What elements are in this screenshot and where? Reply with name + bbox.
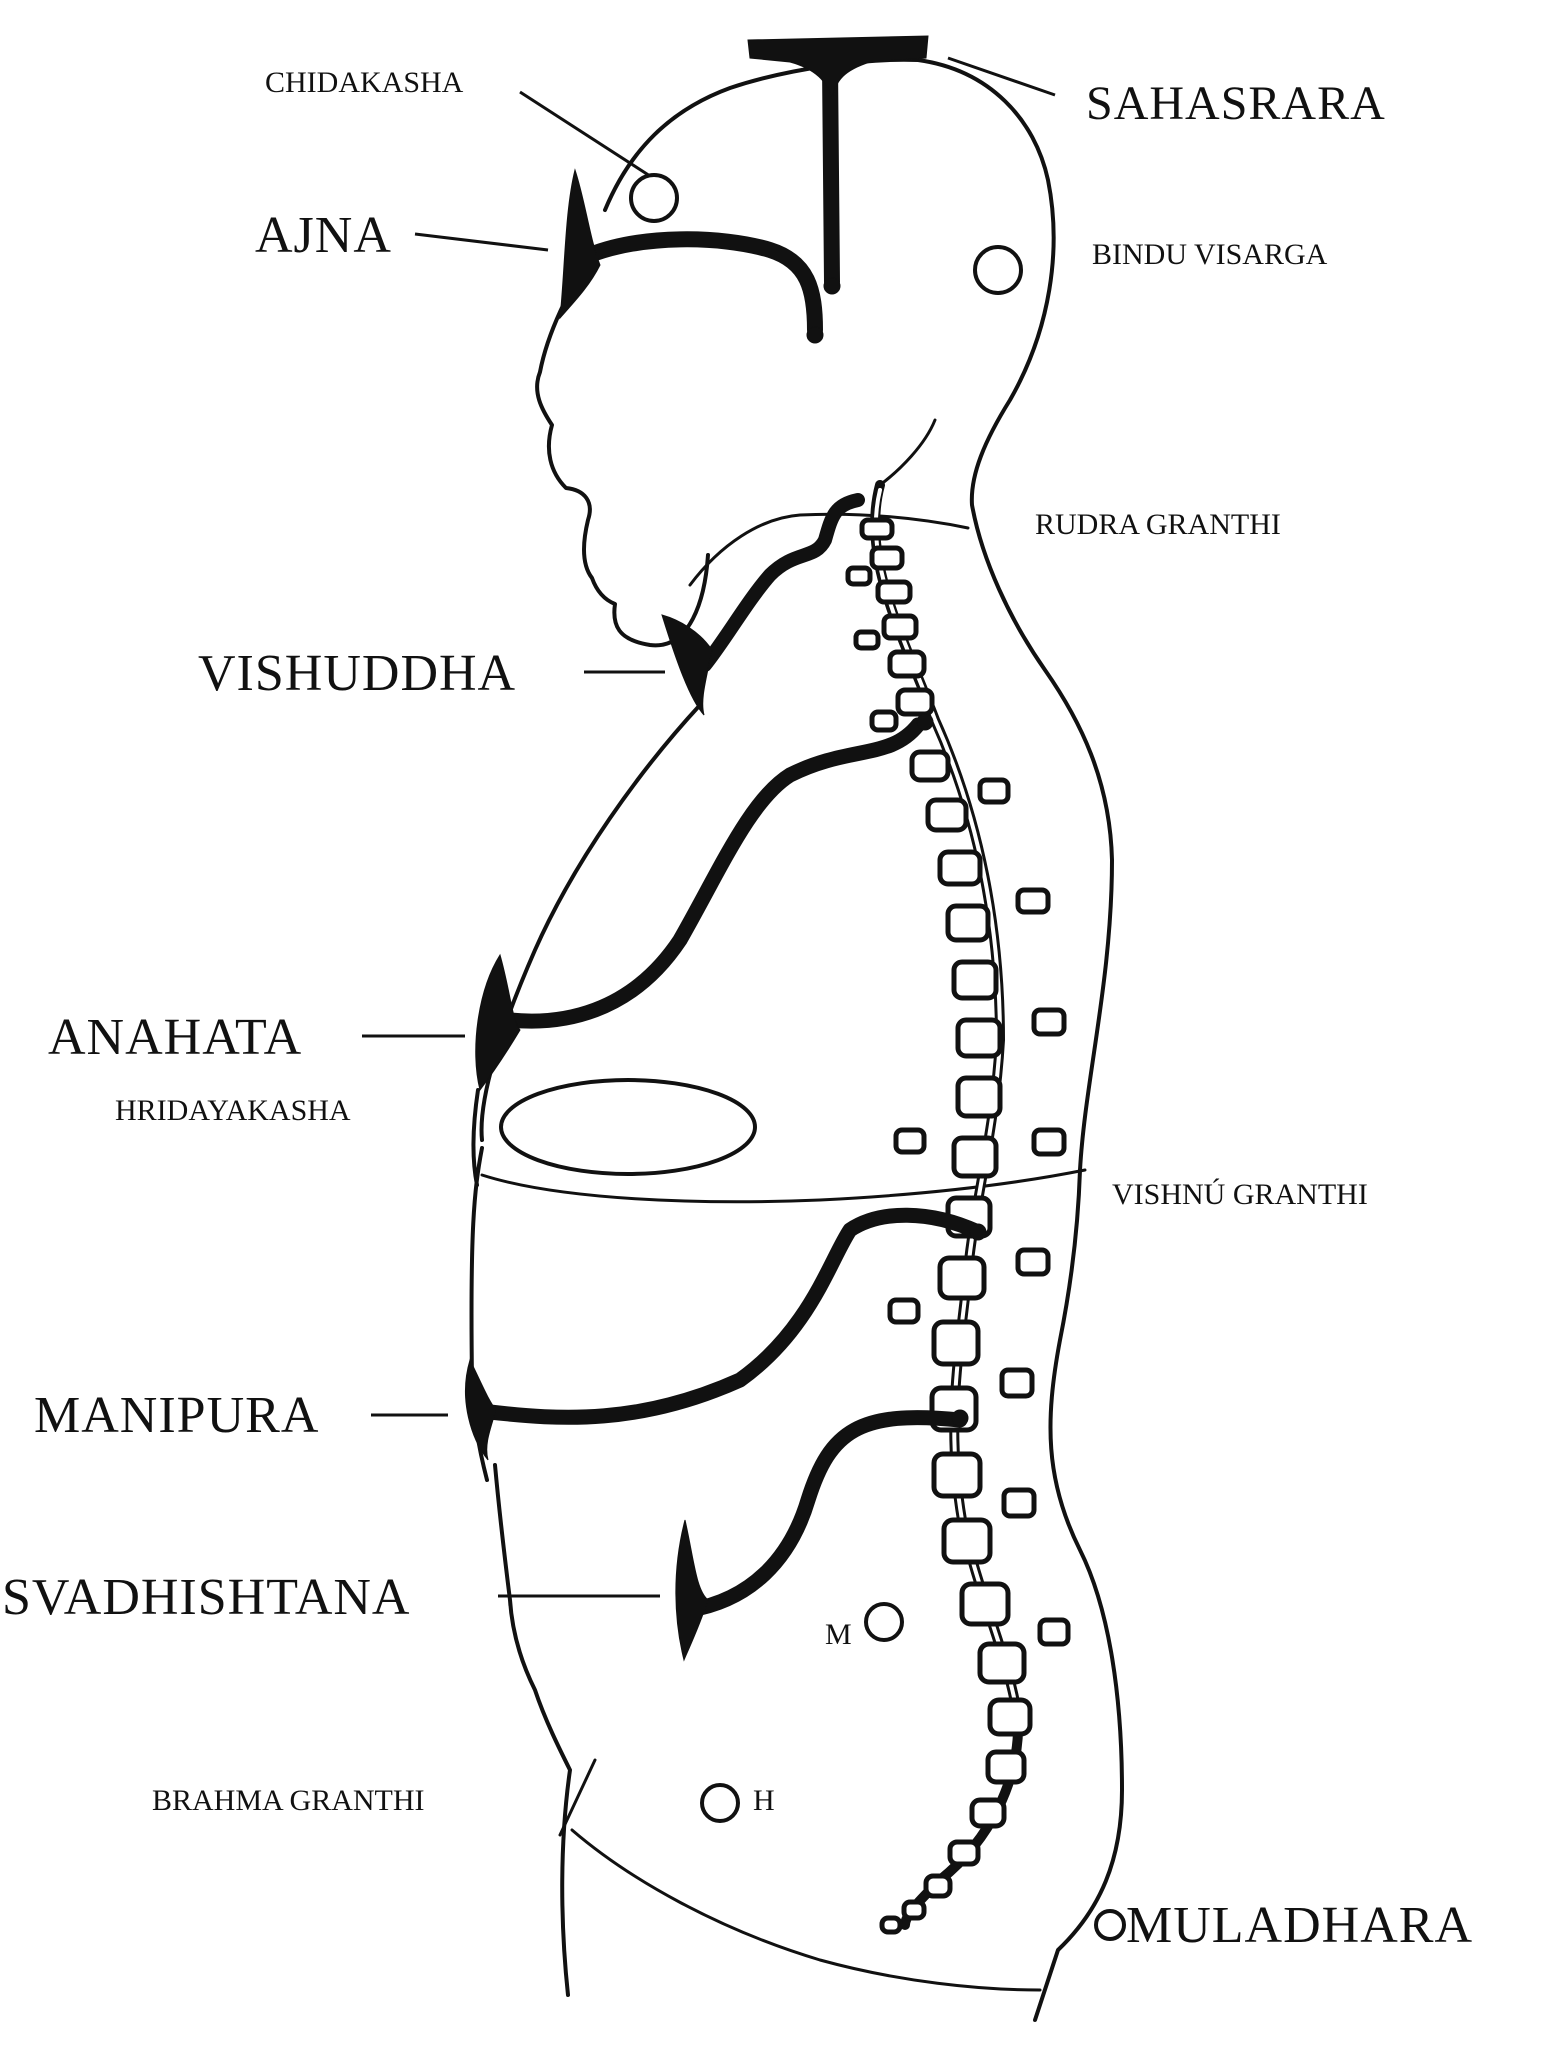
label-muladhara: MULADHARA [1126,1897,1473,1954]
sahasrara-plate [747,35,929,101]
leader-lines [362,56,1056,1598]
anahata-channel [502,717,926,1029]
chakra-shapes [464,35,987,1662]
h-point [700,1783,740,1823]
vishuddha-plate [661,614,713,716]
label-vishuddha: VISHUDDHA [198,645,517,702]
muladhara-point [1094,1909,1126,1941]
body-outline [535,57,1124,2022]
label-svadhishtana: SVADHISHTANA [2,1569,411,1626]
vishuddha-channel [698,493,865,672]
svadhishtana-plate [675,1519,709,1662]
label-hridayakasha: HRIDAYAKASHA [115,1094,351,1127]
label-sahasrara: SAHASRARA [1086,77,1386,130]
label-bindu-visarga: BINDU VISARGA [1092,238,1328,271]
svadhishtana-channel [682,1410,968,1618]
label-vishnu-granthi: VISHNÚ GRANTHI [1112,1178,1368,1211]
hip-band [570,1828,1042,1992]
label-rudra-granthi: RUDRA GRANTHI [1035,508,1281,541]
vertebra-knobs [845,565,1071,1647]
m-point [864,1602,904,1642]
bindu-visarga-point [973,245,1023,295]
manipura-channel [482,1207,986,1425]
chidakasha-point [629,173,679,223]
label-m: M [825,1618,852,1651]
hridayakasha-space [499,1078,757,1176]
manipura-plate [464,1358,497,1461]
ajna-channel [582,231,823,338]
neck-band [688,512,970,587]
anahata-plate [475,953,521,1092]
brainstem-line [878,418,937,487]
sahasrara-stem [822,57,840,290]
label-manipura: MANIPURA [34,1387,320,1444]
label-anahata: ANAHATA [48,1009,303,1066]
nadi-channels [482,57,986,1618]
label-ajna: AJNA [255,207,392,264]
ajna-plate [559,168,601,320]
label-chidakasha: CHIDAKASHA [265,66,464,99]
waist-band [480,1168,1087,1204]
label-brahma-granthi: BRAHMA GRANTHI [152,1784,425,1817]
hip-tick [558,1758,597,1837]
vertebrae [859,517,1033,1935]
front-outline [469,703,702,1997]
chakra-points [499,173,1126,1941]
label-h: H [753,1784,775,1817]
